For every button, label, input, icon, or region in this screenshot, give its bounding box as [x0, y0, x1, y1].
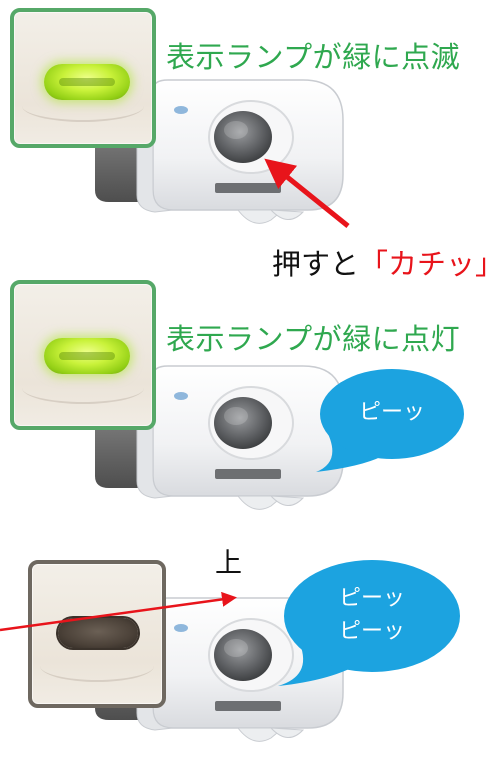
lamp-icon: [58, 618, 138, 648]
lamp-panel-step2: [10, 280, 156, 430]
speech-bubble-icon: [316, 369, 464, 472]
lamp-panel-step1: [10, 8, 156, 148]
press-note: 押すと「カチッ」: [272, 241, 502, 283]
speech-bubble-icon: [278, 560, 460, 686]
press-note-prefix: 押すと: [272, 247, 360, 281]
lamp-icon: [44, 64, 130, 100]
step3-bubble-text: ピーッ ピーッ: [294, 582, 450, 648]
bubble-line: ピーッ: [338, 586, 405, 611]
bubble-line: ピーッ: [338, 619, 405, 644]
lamp-panel-step3: [28, 560, 166, 708]
step2-caption: 表示ランプが緑に点灯: [166, 322, 461, 356]
press-note-quote: 「カチッ」: [359, 247, 502, 281]
step1-caption: 表示ランプが緑に点滅: [166, 40, 461, 74]
lamp-icon: [44, 338, 130, 374]
bubble-line: ピーッ: [358, 400, 425, 425]
arrow-label: 上: [215, 548, 242, 579]
step2-bubble-text: ピーッ: [318, 396, 466, 429]
